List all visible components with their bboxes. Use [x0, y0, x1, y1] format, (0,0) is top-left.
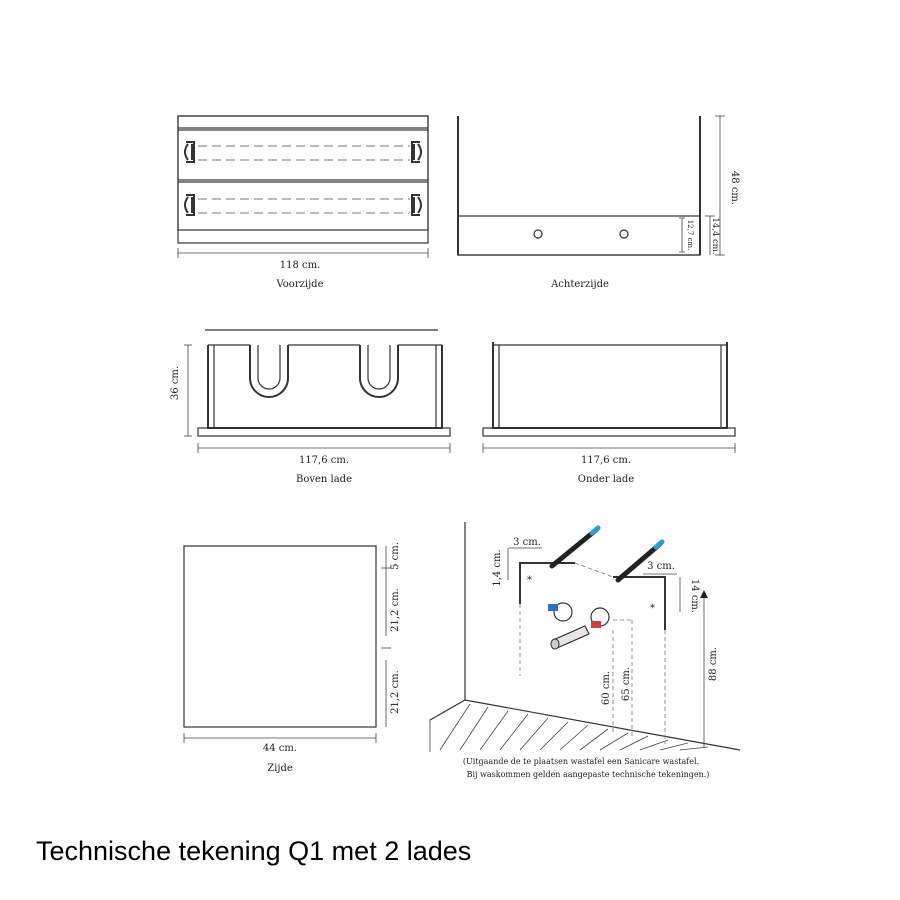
installation-note-line-2: Bij waskommen gelden aangepaste technisc… — [467, 770, 710, 779]
back-drain-hole-right — [619, 229, 629, 239]
top-drawer-cutout-right-inner — [367, 345, 391, 390]
right-bracket — [613, 576, 666, 630]
front-drawer-1 — [177, 129, 429, 181]
top-drawer-cutout-left-outer — [249, 345, 289, 398]
front-view: 118 cm. Voorzijde — [177, 115, 429, 290]
pencil-left-icon — [549, 525, 601, 569]
front-drawer-1-right-handle — [411, 141, 422, 163]
dim-left-drop-label: 1,4 cm. — [492, 549, 503, 586]
bottom-drawer-view: 117,6 cm. Onder lade — [482, 342, 736, 485]
right-mark-asterisk: * — [650, 603, 655, 614]
side-dim-mid-label: 21,2 cm. — [390, 588, 401, 632]
floor-hatching — [439, 703, 709, 751]
floor-line — [429, 699, 741, 751]
bottom-drawer-front-panel — [482, 427, 736, 437]
side-dim-top-label: 5 cm. — [390, 542, 401, 570]
installation-view: * * 3 cm. 1,4 cm. 3 cm. 14 cm. 88 cm. 60… — [429, 522, 741, 779]
bracket-alignment-line — [574, 562, 614, 578]
back-hole-height-label: 12,7 cm. — [686, 220, 694, 251]
top-drawer-depth-label: 36 cm. — [170, 366, 181, 400]
back-lower-panel — [457, 215, 701, 256]
front-view-title: Voorzijde — [275, 279, 323, 290]
top-drawer-cutout-right-outer — [359, 345, 399, 398]
bottom-drawer-width-label: 117,6 cm. — [581, 455, 631, 466]
top-drawer-cutout-left-inner — [257, 345, 281, 390]
dim-right-drop-label: 14 cm. — [689, 579, 700, 613]
front-drawer-2-left-handle — [184, 194, 195, 216]
side-width-label: 44 cm. — [263, 743, 297, 754]
dim-88-arrow-up — [700, 590, 708, 598]
dim-65-label: 65 cm. — [621, 667, 632, 701]
front-drawer-2-right-handle — [411, 194, 422, 216]
drawing-caption: Technische tekening Q1 met 2 lades — [36, 836, 472, 866]
front-drawer-2 — [177, 181, 429, 231]
side-view-title: Zijde — [267, 763, 293, 774]
pencil-right-icon — [615, 539, 665, 583]
top-drawer-title: Boven lade — [296, 474, 352, 485]
side-view: 44 cm. Zijde 5 cm. 21,2 cm. 21,2 cm. — [183, 542, 401, 774]
back-view: 48 cm. 14,4 cm. 12,7 cm. Achterzijde — [457, 115, 740, 290]
front-width-label: 118 cm. — [280, 260, 321, 271]
faucet-assembly-icon — [548, 602, 610, 650]
back-panel-height-label: 14,4 cm. — [710, 217, 720, 254]
installation-note-line-1: (Uitgaande de te plaatsen wastafel een S… — [463, 757, 699, 766]
back-drain-hole-left — [533, 229, 543, 239]
back-height-label: 48 cm. — [729, 171, 740, 205]
front-drawer-1-left-handle — [184, 141, 195, 163]
top-drawer-walls — [207, 345, 443, 429]
top-drawer-front-panel — [197, 427, 451, 437]
left-mark-asterisk: * — [527, 575, 532, 586]
dim-left-offset-label: 3 cm. — [513, 537, 541, 548]
dim-right-offset-label: 3 cm. — [647, 561, 675, 572]
side-panel-outline — [183, 545, 377, 728]
side-dim-bottom-label: 21,2 cm. — [390, 670, 401, 714]
bottom-drawer-title: Onder lade — [578, 474, 634, 485]
back-view-title: Achterzijde — [550, 279, 609, 290]
top-drawer-width-label: 117,6 cm. — [299, 455, 349, 466]
dim-88-label: 88 cm. — [708, 647, 719, 681]
bottom-drawer-walls — [492, 342, 728, 429]
dim-60-label: 60 cm. — [601, 671, 612, 705]
front-top-panel — [177, 115, 429, 129]
top-drawer-view: 36 cm. 117,6 cm. Boven lade — [170, 329, 451, 485]
